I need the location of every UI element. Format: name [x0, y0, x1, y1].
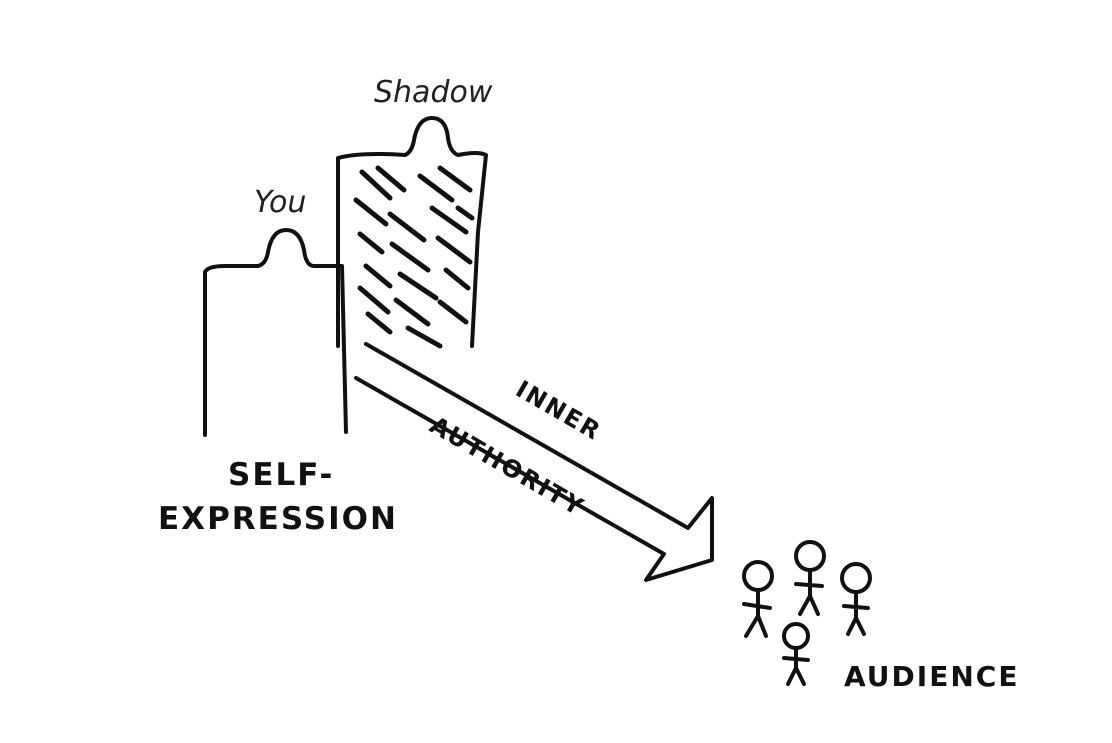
stick-figure-icon — [840, 562, 872, 636]
shadow-label: Shadow — [374, 75, 493, 110]
self-expression-label-line1: SELF- — [228, 457, 334, 493]
shadow-figure — [336, 116, 488, 349]
you-label: You — [254, 185, 306, 220]
shadow-hatching — [353, 165, 475, 349]
you-figure — [203, 228, 348, 437]
self-expression-label-line2: EXPRESSION — [158, 501, 398, 537]
stick-figure-icon — [794, 540, 826, 616]
arrow-shape — [354, 342, 714, 582]
inner-authority-arrow — [354, 342, 714, 582]
stick-figure-icon — [782, 622, 810, 686]
audience-label: AUDIENCE — [844, 660, 1019, 693]
you-outline — [203, 228, 348, 437]
audience-group — [742, 540, 872, 686]
shadow-outline — [336, 116, 488, 348]
stick-figure-icon — [742, 560, 774, 638]
